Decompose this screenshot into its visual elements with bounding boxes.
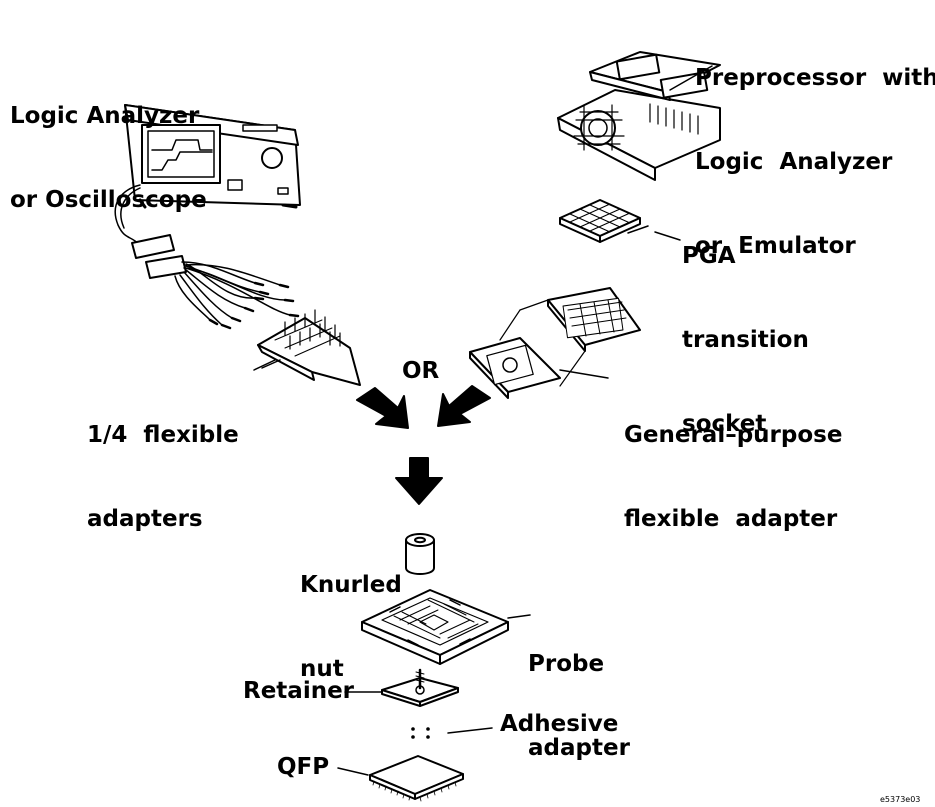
knurled-nut-label-line2: nut xyxy=(300,656,344,682)
preprocessor-illustration xyxy=(557,51,721,181)
pga-socket-label: PGA transition socket xyxy=(682,186,809,466)
probe-adapter-label-line1: Probe xyxy=(528,651,605,677)
arrow-left-diagonal xyxy=(356,387,409,429)
preprocessor-label: Preprocessor with Logic Analyzer or Emul… xyxy=(695,8,935,288)
pga-socket-label-line2: transition xyxy=(682,327,809,353)
pga-socket-label-line3: socket xyxy=(682,411,767,437)
arrow-right-diagonal xyxy=(437,385,491,427)
probe-adapter-label-line2: adapter xyxy=(528,735,630,761)
retainer-illustration xyxy=(344,668,459,707)
adhesive-illustration xyxy=(411,727,430,739)
preprocessor-label-line3: or Emulator xyxy=(695,233,856,259)
general-purpose-label: General–purpose flexible adapter xyxy=(624,365,842,561)
general-purpose-label-line2: flexible adapter xyxy=(624,506,838,532)
quarter-flexible-adapter-illustration xyxy=(257,309,361,386)
leader-lines xyxy=(253,231,681,371)
qfp-illustration xyxy=(337,755,464,802)
probe-adapter-label: Probe adapter xyxy=(528,594,630,790)
general-purpose-label-line1: General–purpose xyxy=(624,422,843,448)
probe-adapter-illustration xyxy=(361,589,531,665)
qfp-label: QFP xyxy=(277,754,330,780)
adhesive-label: Adhesive xyxy=(500,711,619,737)
knurled-nut-illustration xyxy=(405,533,435,575)
general-purpose-adapter-illustration xyxy=(469,287,641,399)
logic-analyzer-illustration xyxy=(114,104,301,246)
preprocessor-label-line2: Logic Analyzer xyxy=(695,149,893,175)
pga-socket-illustration xyxy=(559,199,649,243)
probe-cable-illustration xyxy=(131,234,300,330)
figure-id-label: e5373e03 xyxy=(880,795,921,804)
logic-analyzer-label-line1: Logic Analyzer xyxy=(10,103,200,129)
logic-analyzer-label: Logic Analyzer or Oscilloscope xyxy=(10,46,207,242)
quarter-flex-label-line2: adapters xyxy=(87,506,203,532)
retainer-label: Retainer xyxy=(243,678,355,704)
adhesive-leader xyxy=(447,727,493,734)
quarter-flex-label-line1: 1/4 flexible xyxy=(87,422,239,448)
or-label: OR xyxy=(402,358,440,384)
logic-analyzer-label-line2: or Oscilloscope xyxy=(10,187,207,213)
quarter-flex-label: 1/4 flexible adapters xyxy=(87,365,239,561)
knurled-nut-label-line1: Knurled xyxy=(300,572,402,598)
preprocessor-label-line1: Preprocessor with xyxy=(695,65,935,91)
pga-socket-label-line1: PGA xyxy=(682,243,736,269)
arrow-down xyxy=(395,457,443,505)
knurled-nut-label: Knurled nut xyxy=(300,515,402,711)
